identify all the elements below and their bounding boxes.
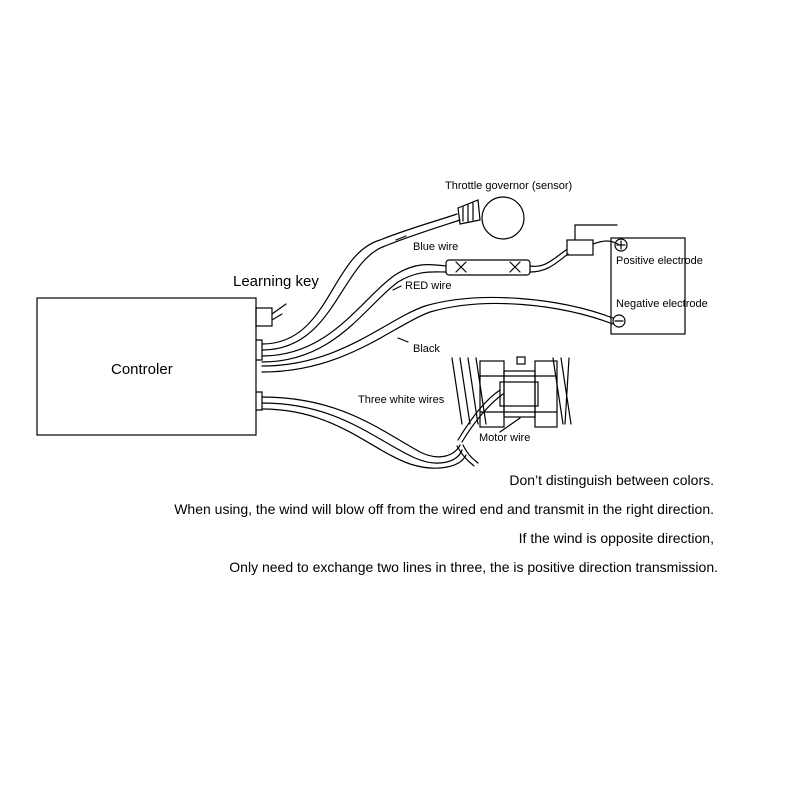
black-wire-path-2 xyxy=(261,302,614,373)
white-wire-ends xyxy=(456,444,479,467)
negative-terminal xyxy=(612,314,626,328)
battery-box xyxy=(610,237,686,335)
learning-key-label: Learning key xyxy=(233,273,319,290)
note-line-1: Don’t distinguish between colors. xyxy=(509,472,714,488)
motor-top-tab xyxy=(516,356,526,365)
motor-wire-label: Motor wire xyxy=(479,432,530,444)
red-wire-path xyxy=(261,263,447,357)
white-wire-3 xyxy=(261,408,467,469)
fuse-caps xyxy=(455,261,521,273)
positive-terminal xyxy=(614,238,628,252)
fan-blades-right xyxy=(552,357,572,425)
red-wire-label: RED wire xyxy=(405,280,451,292)
motor-crossbars xyxy=(479,375,558,413)
inline-fuse xyxy=(445,259,531,276)
white-wire-2 xyxy=(261,402,463,464)
motor-center-body xyxy=(503,370,536,418)
red-wire-leader xyxy=(392,285,402,291)
black-label: Black xyxy=(413,343,440,355)
controller-box xyxy=(36,297,257,436)
throttle-governor-body xyxy=(481,196,525,240)
learning-key-button xyxy=(255,307,273,327)
fuse-to-switch-wire-2 xyxy=(529,253,569,273)
motor-wire-leader xyxy=(499,417,521,433)
note-line-2: When using, the wind will blow off from … xyxy=(174,501,714,517)
switch-to-positive-wire xyxy=(592,240,619,245)
negative-electrode-label: Negative electrode xyxy=(616,298,708,310)
red-wire-path-2 xyxy=(261,271,447,363)
note-line-4: Only need to exchange two lines in three… xyxy=(229,559,718,575)
plus-sign xyxy=(616,240,626,250)
blue-wire-path-2 xyxy=(261,219,461,351)
throttle-label: Throttle governor (sensor) xyxy=(445,180,572,192)
note-line-3: If the wind is opposite direction, xyxy=(518,530,714,546)
switch-lever xyxy=(574,224,618,241)
controller-label: Controler xyxy=(111,361,173,378)
power-switch xyxy=(566,239,594,256)
fan-blades-left xyxy=(451,357,487,425)
black-leader xyxy=(397,337,409,343)
controller-port-upper xyxy=(255,339,263,361)
throttle-connector-ribs xyxy=(462,202,474,223)
three-white-wires-label: Three white wires xyxy=(358,394,445,406)
white-wire-1 xyxy=(261,396,461,458)
blue-wire-leader xyxy=(395,235,407,241)
black-wire-path xyxy=(261,296,614,367)
blue-wire-label: Blue wire xyxy=(413,241,458,253)
motor-core xyxy=(499,381,539,407)
blue-wire-path xyxy=(261,213,458,345)
positive-electrode-label: Positive electrode xyxy=(616,255,703,267)
fuse-to-switch-wire xyxy=(529,249,567,267)
learning-key-leader xyxy=(271,303,287,321)
throttle-connector xyxy=(457,199,481,225)
controller-port-lower xyxy=(255,391,263,411)
